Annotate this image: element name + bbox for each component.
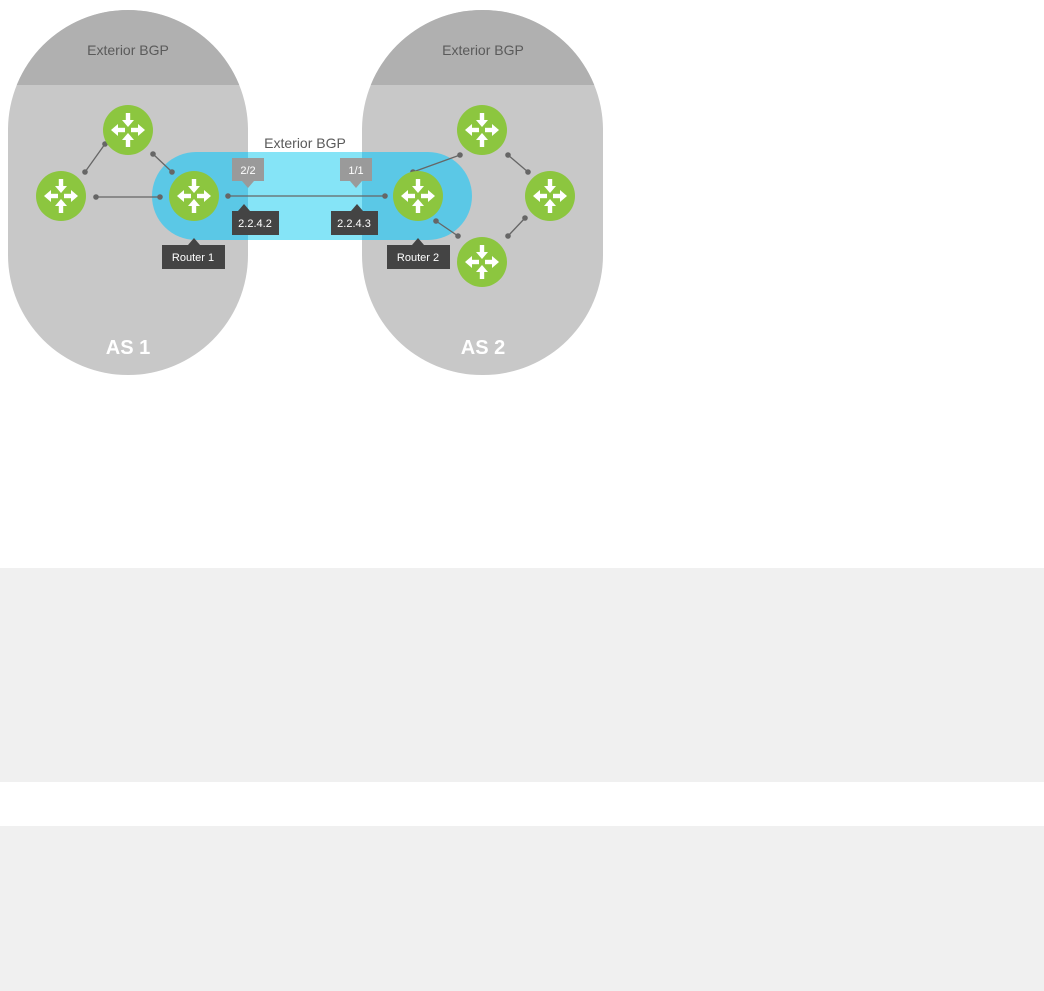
connection-dots — [82, 141, 531, 239]
port-router2-label: 1/1 — [348, 165, 363, 177]
router-1-icon — [169, 171, 219, 221]
port-callout-router2: 1/1 — [340, 158, 372, 188]
router2-callout: Router 2 — [387, 238, 450, 269]
connection-lines — [84, 143, 529, 237]
code-block-content — [0, 568, 1044, 592]
code-block-content — [0, 826, 1044, 850]
code-block — [0, 826, 1044, 991]
ebgp-diagram: Exterior BGP Exterior BGP Exterior BGP 2… — [8, 10, 603, 375]
router-as2-right-icon — [525, 171, 575, 221]
as2-header-label: Exterior BGP — [442, 42, 524, 58]
router-as2-bottom-icon — [457, 237, 507, 287]
port-router1-label: 2/2 — [240, 165, 255, 177]
router1-callout: Router 1 — [162, 238, 225, 269]
ebgp-link-label: Exterior BGP — [264, 135, 346, 151]
ip-callout-router2: 2.2.4.3 — [331, 204, 378, 235]
port-callout-router1: 2/2 — [232, 158, 264, 188]
router-as1-top-icon — [103, 105, 153, 155]
router-as1-left-icon — [36, 171, 86, 221]
as1-header-label: Exterior BGP — [87, 42, 169, 58]
code-block — [0, 568, 1044, 782]
ip-callout-router1: 2.2.4.2 — [232, 204, 279, 235]
router2-label: Router 2 — [397, 252, 439, 264]
router-2-icon — [393, 171, 443, 221]
as1-label: AS 1 — [106, 337, 150, 359]
router1-label: Router 1 — [172, 252, 214, 264]
as2-label: AS 2 — [461, 337, 505, 359]
ip-router1-label: 2.2.4.2 — [238, 218, 272, 230]
ip-router2-label: 2.2.4.3 — [337, 218, 371, 230]
router-as2-top-icon — [457, 105, 507, 155]
